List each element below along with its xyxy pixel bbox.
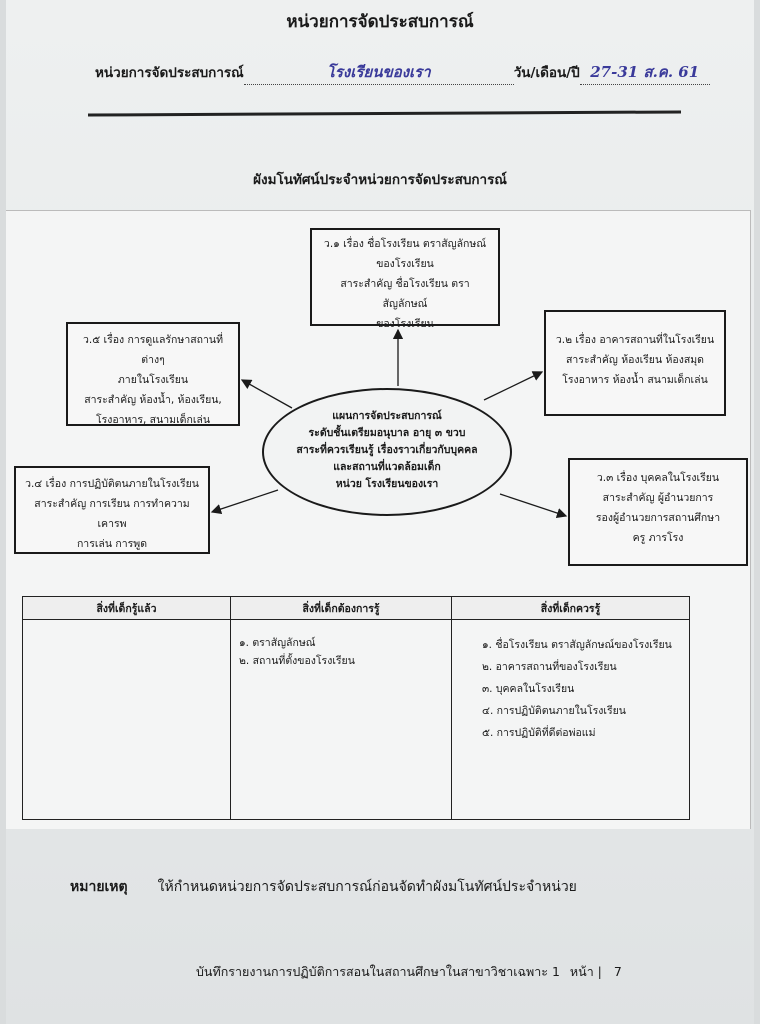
topic-box-2: ว.๒ เรื่อง อาคารสถานที่ในโรงเรียน สาระสำ… [544, 310, 726, 416]
footer-page-number: 7 [613, 964, 622, 979]
box5-line1: ว.๕ เรื่อง การดูแลรักษาสถานที่ต่างๆ [82, 334, 223, 366]
box4-line2: สาระสำคัญ การเรียน การทำความเคารพ [34, 498, 190, 530]
box5-line4: โรงอาหาร, สนามเด็กเล่น [95, 414, 211, 426]
arrow-to-box3 [499, 493, 568, 519]
note-text: ให้กำหนดหน่วยการจัดประสบการณ์ก่อนจัดทำผั… [157, 879, 577, 895]
box3-line4: ครู ภารโรง [632, 532, 684, 544]
box2-line3: โรงอาหาร ห้องน้ำ สนามเด็กเล่น [562, 374, 708, 386]
footer-page-label: หน้า | [569, 964, 602, 979]
note-label: หมายเหตุ [70, 879, 128, 895]
list-item: ๕. การปฏิบัติที่ดีต่อพ่อแม่ [482, 727, 596, 739]
page-footer: บันทึกรายงานการปฏิบัติการสอนในสถานศึกษาใ… [196, 962, 622, 982]
header-want-to-know: สิ่งที่เด็กต้องการรู้ [230, 596, 452, 620]
box3-line2: สาระสำคัญ ผู้อำนวยการ [602, 492, 714, 504]
list-item: ๓. บุคคลในโรงเรียน [482, 683, 575, 695]
box2-line2: สาระสำคัญ ห้องเรียน ห้องสมุด [566, 354, 704, 366]
arrow-to-box2 [483, 371, 544, 401]
box4-line3: การเล่น การพูด [76, 538, 148, 550]
box1-line4: ของโรงเรียน [376, 318, 434, 330]
box5-line3: สาระสำคัญ ห้องน้ำ, ห้องเรียน, [84, 394, 222, 406]
center-line2: ระดับชั้นเตรียมอนุบาล อายุ ๓ ขวบ [308, 427, 466, 439]
kwl-table: สิ่งที่เด็กรู้แล้ว สิ่งที่เด็กต้องการรู้… [22, 596, 690, 820]
unit-line: หน่วยการจัดประสบการณ์ โรงเรียนของเรา วัน/เ… [95, 60, 710, 85]
topic-box-3: ว.๓ เรื่อง บุคคลในโรงเรียน สาระสำคัญ ผู้… [568, 458, 748, 566]
box5-line2: ภายในโรงเรียน [117, 374, 189, 386]
list-item: ๒. สถานที่ตั้งของโรงเรียน [239, 655, 355, 667]
topic-box-4: ว.๔ เรื่อง การปฏิบัติตนภายในโรงเรียน สาร… [14, 466, 210, 554]
box4-line1: ว.๔ เรื่อง การปฏิบัติตนภายในโรงเรียน [25, 478, 199, 490]
cell-known [22, 619, 231, 820]
list-item: ๒. อาคารสถานที่ของโรงเรียน [482, 661, 617, 673]
central-topic-ellipse: แผนการจัดประสบการณ์ ระดับชั้นเตรียมอนุบา… [262, 388, 512, 516]
box1-line2: ของโรงเรียน [376, 258, 434, 270]
box1-line3: สาระสำคัญ ชื่อโรงเรียน ตราสัญลักษณ์ [340, 278, 470, 310]
box3-line3: รองผู้อำนวยการสถานศึกษา [595, 512, 721, 524]
center-line3: สาระที่ควรเรียนรู้ เรื่องราวเกี่ยวกับบุค… [296, 444, 478, 456]
date-label: วัน/เดือน/ปี [513, 65, 580, 81]
arrow-to-box4 [210, 489, 279, 515]
arrow-to-box5 [240, 379, 293, 409]
topic-box-5: ว.๕ เรื่อง การดูแลรักษาสถานที่ต่างๆ ภายใ… [66, 322, 240, 426]
header-known: สิ่งที่เด็กรู้แล้ว [22, 596, 231, 620]
diagram-title: ผังมโนทัศน์ประจำหน่วยการจัดประสบการณ์ [253, 172, 507, 188]
cell-want-to-know: ๑. ตราสัญลักษณ์ ๒. สถานที่ตั้งของโรงเรีย… [230, 619, 452, 820]
box3-line1: ว.๓ เรื่อง บุคคลในโรงเรียน [596, 472, 720, 484]
page-title: หน่วยการจัดประสบการณ์ [286, 12, 474, 32]
unit-value: โรงเรียนของเรา [326, 63, 431, 81]
topic-box-1: ว.๑ เรื่อง ชื่อโรงเรียน ตราสัญลักษณ์ ของ… [310, 228, 500, 330]
center-line5: หน่วย โรงเรียนของเรา [335, 478, 439, 490]
list-item: ๔. การปฏิบัติตนภายในโรงเรียน [482, 705, 626, 717]
date-value: 27-31 ส.ค. 61 [590, 63, 700, 81]
unit-field: โรงเรียนของเรา [243, 60, 514, 85]
header-should-know: สิ่งที่เด็กควรรู้ [451, 596, 690, 620]
unit-label: หน่วยการจัดประสบการณ์ [95, 65, 244, 81]
box2-line1: ว.๒ เรื่อง อาคารสถานที่ในโรงเรียน [555, 334, 715, 346]
cell-should-know: ๑. ชื่อโรงเรียน ตราสัญลักษณ์ของโรงเรียน … [451, 619, 690, 820]
list-item: ๑. ชื่อโรงเรียน ตราสัญลักษณ์ของโรงเรียน [482, 639, 672, 651]
center-line1: แผนการจัดประสบการณ์ [332, 410, 442, 422]
note-line: หมายเหตุ ให้กำหนดหน่วยการจัดประสบการณ์ก่อ… [70, 876, 577, 898]
center-line4: และสถานที่แวดล้อมเด็ก [333, 461, 441, 473]
box1-line1: ว.๑ เรื่อง ชื่อโรงเรียน ตราสัญลักษณ์ [323, 238, 487, 250]
list-item: ๑. ตราสัญลักษณ์ [239, 637, 316, 649]
date-field: 27-31 ส.ค. 61 [579, 60, 710, 85]
footer-text: บันทึกรายงานการปฏิบัติการสอนในสถานศึกษาใ… [196, 964, 560, 979]
